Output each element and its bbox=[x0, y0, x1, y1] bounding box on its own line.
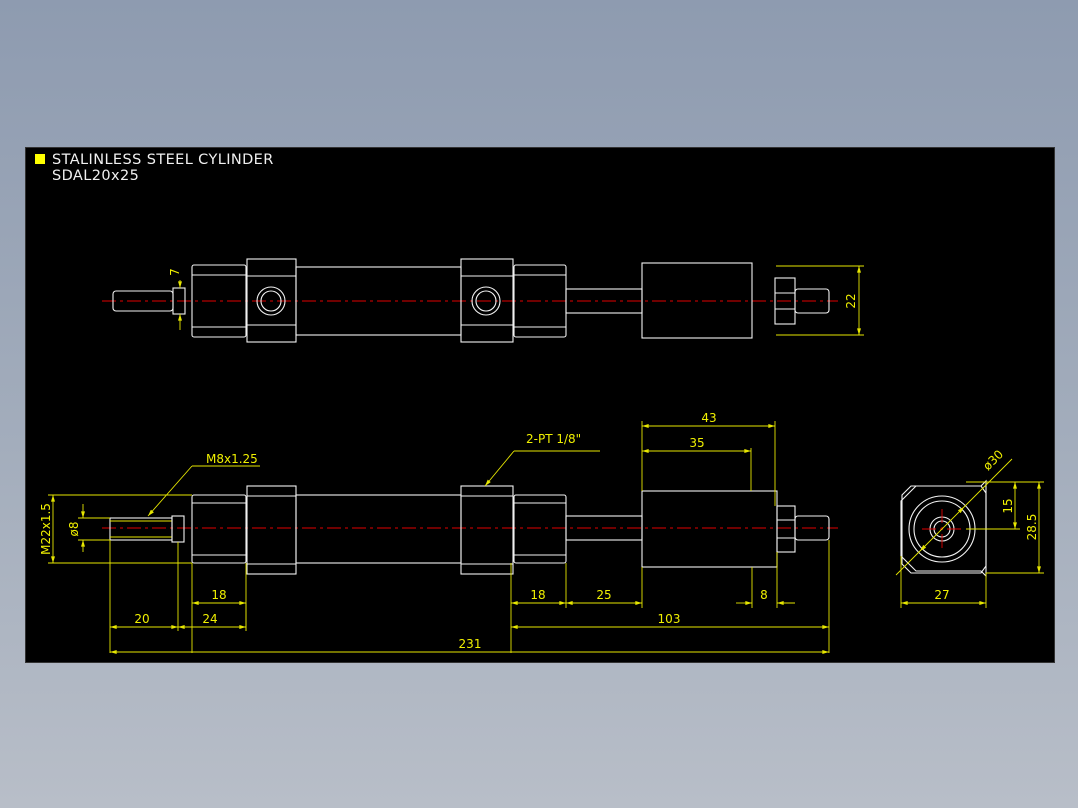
dim-18-right: 18 bbox=[530, 588, 545, 602]
dim-15: 15 bbox=[1001, 498, 1015, 513]
dim-20: 20 bbox=[134, 612, 149, 626]
side-right-port-block bbox=[460, 485, 514, 575]
dim-8: 8 bbox=[760, 588, 768, 602]
dim-24: 24 bbox=[202, 612, 217, 626]
side-rod-end-block bbox=[641, 490, 778, 568]
side-view: M8x1.25 2-PT 1/8" M22x1.5 ø8 43 35 18 18 bbox=[39, 411, 838, 654]
title-marker-icon bbox=[35, 154, 45, 164]
side-right-nut bbox=[513, 494, 567, 564]
side-barrel bbox=[295, 494, 462, 564]
end-view: ø30 15 28.5 27 bbox=[895, 447, 1044, 608]
drawing-title: STALINLESS STEEL CYLINDER bbox=[52, 152, 274, 168]
cad-viewport[interactable]: STALINLESS STEEL CYLINDER SDAL20x25 bbox=[25, 147, 1055, 663]
top-right-port-icon bbox=[471, 286, 501, 316]
dim-28-5: 28.5 bbox=[1025, 514, 1039, 541]
dim-m22x15: M22x1.5 bbox=[39, 503, 53, 555]
side-thread-stub bbox=[794, 515, 830, 541]
top-right-port-block bbox=[460, 258, 514, 343]
drawing-canvas: STALINLESS STEEL CYLINDER SDAL20x25 bbox=[35, 152, 1044, 654]
top-rod-end-block bbox=[641, 262, 753, 339]
dim-35: 35 bbox=[689, 436, 704, 450]
dim-231: 231 bbox=[459, 637, 482, 651]
side-hex-nut bbox=[776, 505, 796, 553]
dim-top-7: 7 bbox=[168, 268, 182, 276]
side-left-nut bbox=[191, 494, 247, 564]
side-left-port-block bbox=[246, 485, 297, 575]
dim-18-left: 18 bbox=[211, 588, 226, 602]
end-body bbox=[900, 479, 987, 578]
top-view: 7 22 bbox=[102, 258, 864, 343]
dim-103: 103 bbox=[658, 612, 681, 626]
dim-25: 25 bbox=[596, 588, 611, 602]
dim-27: 27 bbox=[934, 588, 949, 602]
title-block: STALINLESS STEEL CYLINDER SDAL20x25 bbox=[35, 152, 274, 184]
label-thread-m8: M8x1.25 bbox=[206, 452, 258, 466]
dim-43: 43 bbox=[701, 411, 716, 425]
top-left-port-block bbox=[246, 258, 297, 343]
dim-top-22: 22 bbox=[844, 293, 858, 308]
label-port-pt18: 2-PT 1/8" bbox=[526, 432, 581, 446]
top-left-nut bbox=[191, 264, 247, 338]
top-thread-stub bbox=[794, 288, 830, 314]
drawing-model: SDAL20x25 bbox=[52, 168, 139, 184]
top-left-port-icon bbox=[256, 286, 286, 316]
dim-rod-dia: ø8 bbox=[67, 522, 81, 537]
